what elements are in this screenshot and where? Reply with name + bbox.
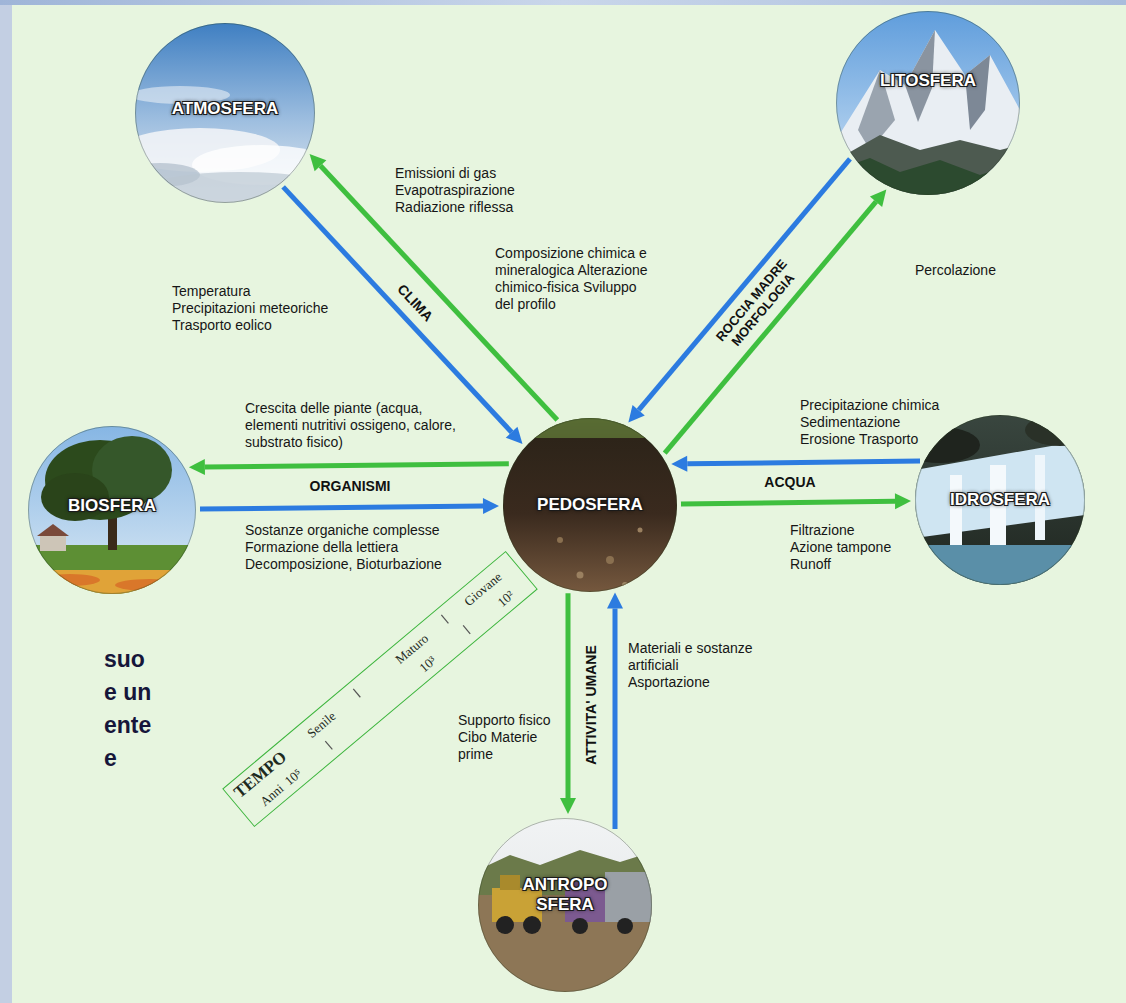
- flow-description: Materiali e sostanze artificiali Asporta…: [628, 640, 756, 691]
- flow-category-label: ORGANISMI: [310, 479, 391, 494]
- flow-arrow: [607, 592, 623, 828]
- arrow-head: [310, 154, 327, 171]
- sphere-name: ATMOSFERA: [172, 99, 278, 119]
- flow-category-label: ATTIVITA' UMANE: [584, 645, 599, 764]
- circle-outline: [837, 12, 1020, 195]
- flow-description: Temperatura Precipitazioni meteoriche Tr…: [172, 283, 334, 334]
- flow-arrow: [200, 498, 499, 514]
- circle-text-holder: ATMOSFERA: [135, 19, 315, 199]
- sphere-circle: ANTROPO SFERA: [478, 818, 652, 992]
- flow-arrow: [189, 459, 509, 475]
- anthroposphere-photo: [478, 818, 652, 992]
- circle-outline: [479, 819, 652, 992]
- flow-arrow: [671, 456, 920, 472]
- arrow-head: [870, 189, 886, 206]
- arrow-shaft: [639, 159, 850, 410]
- arrow-head: [189, 459, 205, 475]
- flow-description: Composizione chimica e mineralogica Alte…: [495, 245, 657, 313]
- arrow-shaft: [681, 501, 895, 504]
- flow-arrow: [628, 159, 850, 423]
- arrow-head: [628, 405, 644, 422]
- flow-description: Supporto fisico Cibo Materie prime: [458, 712, 554, 763]
- arrow-head: [671, 456, 687, 472]
- flow-description: Emissioni di gas Evapotraspirazione Radi…: [395, 165, 545, 216]
- flow-arrow: [681, 493, 911, 509]
- slide-text-fragment: e: [104, 744, 117, 772]
- time-scale-band: TEMPOAnni10⁵SenileMaturo10³Giovane10²: [222, 551, 538, 827]
- sphere-name: ANTROPO SFERA: [510, 875, 620, 914]
- arrow-head: [895, 493, 911, 509]
- circle-text-holder: IDROSFERA: [915, 415, 1085, 585]
- pedosphere-photo: [503, 418, 677, 592]
- sphere-circle: BIOSFERA: [28, 426, 196, 594]
- sphere-circle: ATMOSFERA: [135, 23, 315, 203]
- time-label: 10³: [416, 653, 439, 676]
- time-ticks: [311, 608, 470, 749]
- flow-category-label: CLIMA: [394, 282, 435, 325]
- arrow-shaft: [205, 464, 509, 467]
- sphere-name: PEDOSFERA: [537, 495, 643, 515]
- circle-outline: [836, 11, 1020, 195]
- time-label: 10⁵: [281, 766, 304, 789]
- flow-description: Precipitazione chimica Sedimentazione Er…: [800, 397, 945, 448]
- lithosphere-photo: [836, 11, 1020, 195]
- slide-text-fragment: ente: [104, 711, 151, 739]
- arrow-shaft: [613, 608, 618, 828]
- time-label: 10²: [494, 587, 517, 610]
- arrow-head: [607, 592, 623, 608]
- sphere-circle: PEDOSFERA: [503, 418, 677, 592]
- sphere-circle: IDROSFERA: [915, 415, 1085, 585]
- flow-description: Filtrazione Azione tampone Runoff: [790, 522, 896, 573]
- circle-text-holder: BIOSFERA: [28, 422, 196, 590]
- sphere-name: IDROSFERA: [950, 490, 1050, 510]
- circle-text-holder: ANTROPO SFERA: [478, 808, 652, 982]
- circle-outline: [136, 24, 315, 203]
- sphere-circle: LITOSFERA: [836, 11, 1020, 195]
- arrow-head: [483, 498, 499, 514]
- circle-outline: [916, 416, 1085, 585]
- flow-description: Percolazione: [915, 262, 1035, 279]
- arrow-shaft: [200, 506, 483, 509]
- flow-arrow: [665, 189, 887, 453]
- arrow-head: [506, 427, 523, 444]
- sphere-name: BIOSFERA: [68, 496, 156, 516]
- atmosphere-photo: [120, 23, 335, 208]
- flow-description: Sostanze organiche complesse Formazione …: [245, 522, 455, 573]
- flow-category-label: ROCCIA MADRE MORFOLOGIA: [708, 250, 807, 360]
- circle-text-holder: LITOSFERA: [836, 0, 1020, 173]
- hydrosphere-photo: [900, 414, 1095, 585]
- slide-text-fragment: suo: [104, 645, 145, 673]
- arrow-shaft: [566, 593, 571, 798]
- slide-edge: [0, 0, 1126, 5]
- circle-text-holder: PEDOSFERA: [503, 418, 677, 592]
- circle-outline: [29, 427, 196, 594]
- biosphere-photo: [28, 426, 196, 594]
- arrow-shaft: [687, 461, 920, 464]
- time-label: Senile: [304, 708, 339, 741]
- slide-text-fragment: e un: [104, 678, 151, 706]
- circle-outline: [504, 419, 677, 592]
- slide-edge: [0, 0, 12, 1003]
- arrow-head: [560, 798, 576, 814]
- sphere-name: LITOSFERA: [880, 71, 976, 91]
- flow-description: Crescita delle piante (acqua, elementi n…: [245, 400, 460, 451]
- flow-arrow: [560, 593, 576, 814]
- flow-category-label: ACQUA: [764, 475, 815, 490]
